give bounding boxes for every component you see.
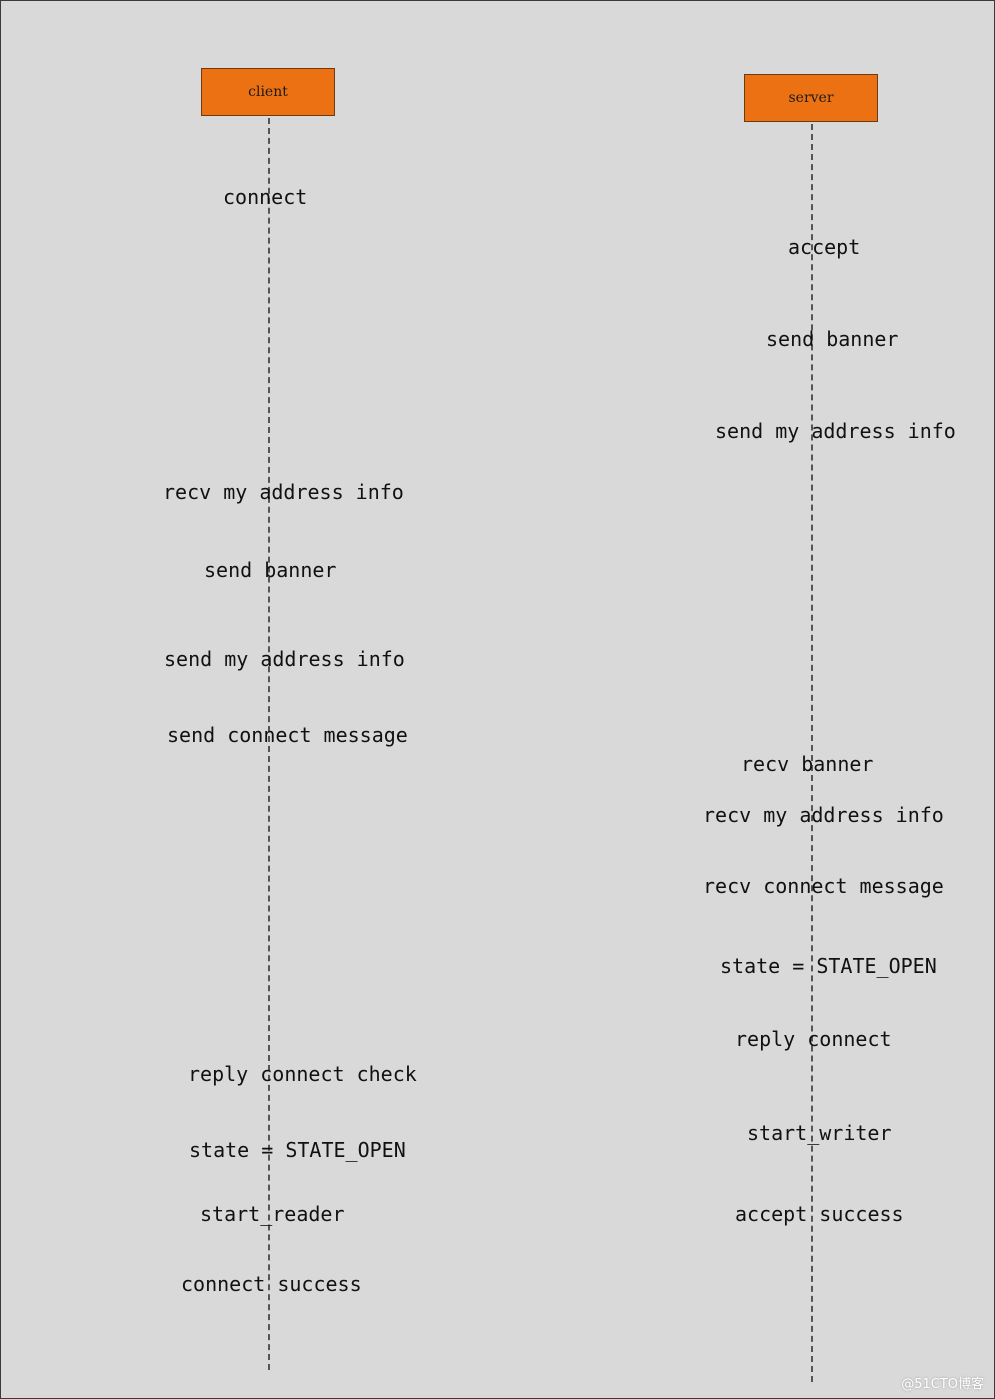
client-step-recv-address: recv my address info: [163, 480, 404, 504]
server-step-recv-banner: recv banner: [741, 752, 874, 776]
actor-client-label: client: [248, 84, 288, 100]
server-step-accept: accept: [788, 235, 861, 259]
server-step-send-banner: send banner: [766, 327, 899, 351]
server-step-accept-success: accept success: [735, 1202, 904, 1226]
server-step-state-open: state = STATE_OPEN: [720, 954, 937, 978]
client-lifeline: [268, 118, 270, 1370]
client-step-send-address: send my address info: [164, 647, 405, 671]
client-step-connect: connect: [223, 185, 308, 209]
server-lifeline: [811, 124, 813, 1382]
actor-server-label: server: [788, 90, 834, 106]
actor-server: server: [744, 74, 878, 122]
client-step-reply-check: reply connect check: [188, 1062, 417, 1086]
server-step-recv-connect: recv connect message: [703, 874, 944, 898]
client-step-send-connect: send connect message: [167, 723, 408, 747]
client-step-send-banner: send banner: [204, 558, 337, 582]
actor-client: client: [201, 68, 335, 116]
server-step-reply-connect: reply connect: [735, 1027, 892, 1051]
server-step-start-writer: start_writer: [747, 1121, 892, 1145]
client-step-connect-success: connect success: [181, 1272, 362, 1296]
client-step-start-reader: start_reader: [200, 1202, 345, 1226]
watermark: @51CTO博客: [901, 1377, 984, 1392]
client-step-state-open: state = STATE_OPEN: [189, 1138, 406, 1162]
server-step-recv-address: recv my address info: [703, 803, 944, 827]
server-step-send-address: send my address info: [715, 419, 956, 443]
